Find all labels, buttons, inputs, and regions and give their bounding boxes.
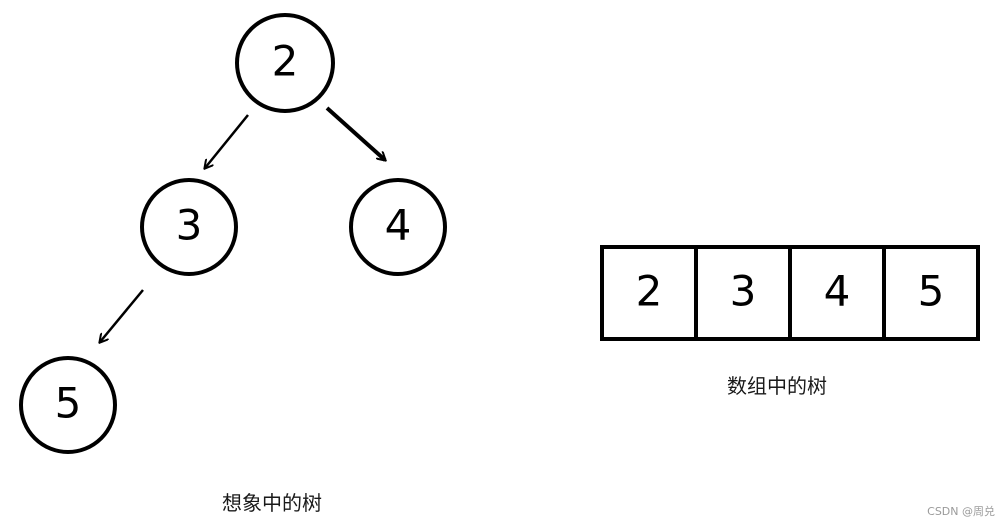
tree-node-label: 3 bbox=[176, 201, 203, 250]
array-cell-label: 4 bbox=[824, 267, 851, 316]
array-cells: 2 3 4 5 bbox=[600, 245, 980, 341]
tree-node-label: 5 bbox=[55, 379, 82, 428]
tree-node-circle bbox=[19, 356, 117, 454]
tree-node-circle bbox=[235, 13, 335, 113]
tree-node-circle bbox=[140, 178, 238, 276]
tree-node-5: 5 bbox=[19, 356, 117, 454]
tree-caption: 想象中的树 bbox=[222, 491, 322, 515]
tree-node-2: 2 bbox=[235, 13, 335, 113]
array-cell-box bbox=[788, 245, 886, 341]
tree-node-3: 3 bbox=[140, 178, 238, 276]
tree-edge-2-3 bbox=[205, 114, 249, 168]
tree-node-label: 2 bbox=[272, 37, 299, 86]
tree-edge-3-5 bbox=[100, 289, 144, 342]
array-cell-label: 3 bbox=[730, 267, 757, 316]
array-cell-label: 2 bbox=[636, 267, 663, 316]
array-cell-box bbox=[694, 245, 792, 341]
tree-edge-2-4 bbox=[325, 106, 385, 160]
tree-node-4: 4 bbox=[349, 178, 447, 276]
tree-node-label: 4 bbox=[385, 201, 412, 250]
tree-node-circle bbox=[349, 178, 447, 276]
array-caption: 数组中的树 bbox=[727, 374, 827, 398]
watermark: CSDN @周兑 bbox=[927, 505, 995, 518]
array-cell-box bbox=[882, 245, 980, 341]
array-cell-box bbox=[600, 245, 698, 341]
array-cell-label: 5 bbox=[918, 267, 945, 316]
